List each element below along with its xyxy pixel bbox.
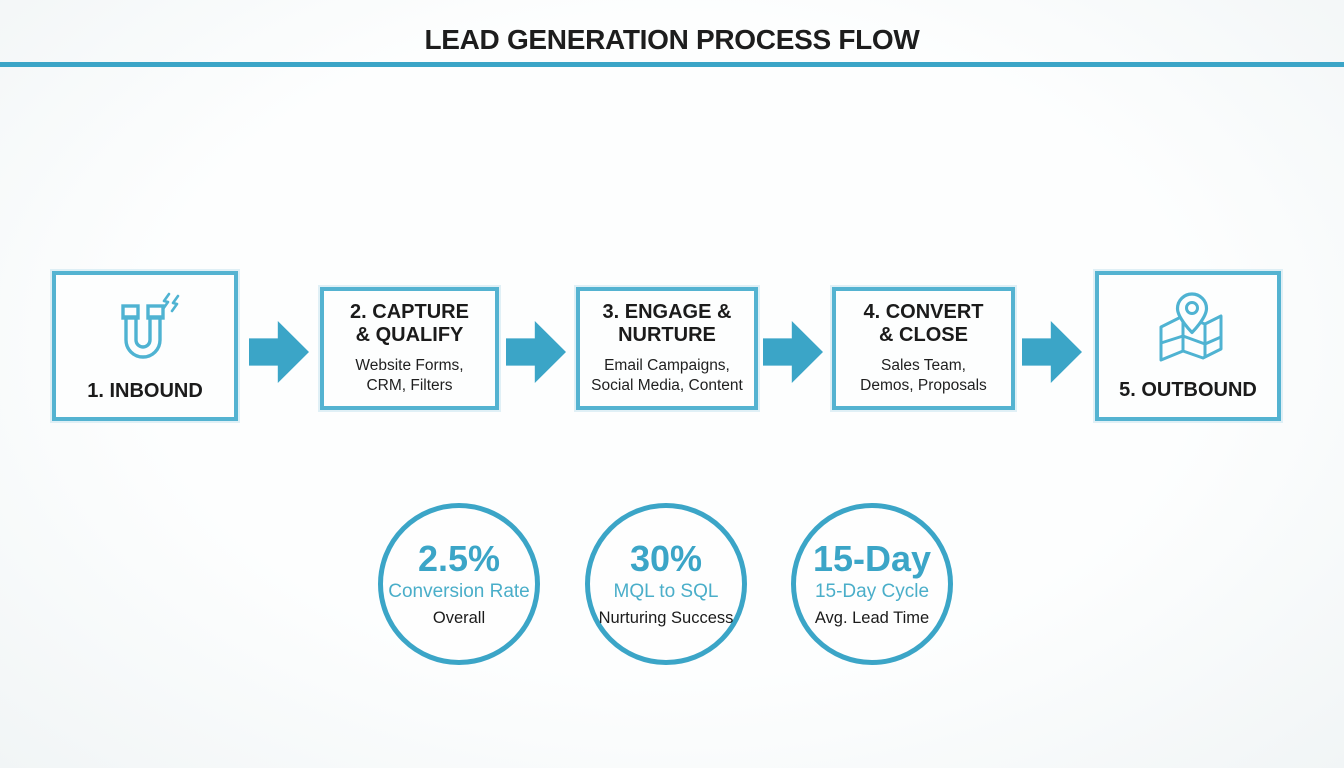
stat-label: MQL to SQL [613, 580, 719, 602]
step-subtitle: Sales Team, Demos, Proposals [860, 356, 987, 394]
stat-value: 15-Day [812, 538, 932, 580]
stat-value: 2.5% [417, 538, 501, 580]
magnet-icon [105, 290, 185, 370]
stat-label: Conversion Rate [388, 580, 530, 602]
step-label: 1. INBOUND [87, 379, 203, 402]
stat-value: 30% [629, 538, 703, 580]
step-subtitle: Email Campaigns, Social Media, Content [591, 356, 743, 394]
stat-circle-mql-to-sql: 30% MQL to SQL Nurturing Success [585, 503, 747, 665]
step-label: 5. OUTBOUND [1119, 378, 1257, 401]
flow-arrow-icon [506, 321, 566, 383]
stat-sublabel: Nurturing Success [598, 608, 734, 627]
stat-circle-conversion-rate: 2.5% Conversion Rate Overall [378, 503, 540, 665]
step-title: 3. ENGAGE & NURTURE [602, 300, 732, 346]
step-title: 4. CONVERT & CLOSE [863, 300, 984, 346]
stat-label: 15-Day Cycle [814, 580, 930, 602]
process-step-box-outbound: 5. OUTBOUND [1095, 271, 1281, 421]
flow-arrow-icon [249, 321, 309, 383]
stat-circle-lead-time: 15-Day 15-Day Cycle Avg. Lead Time [791, 503, 953, 665]
step-title: 2. CAPTURE & QUALIFY [350, 300, 469, 346]
stat-sublabel: Avg. Lead Time [814, 608, 930, 627]
stat-sublabel: Overall [432, 608, 486, 627]
step-subtitle: Website Forms, CRM, Filters [355, 356, 464, 394]
process-step-box-engage-nurture: 3. ENGAGE & NURTURE Email Campaigns, Soc… [576, 287, 758, 410]
map-icon [1145, 291, 1231, 369]
process-step-box-convert-close: 4. CONVERT & CLOSE Sales Team, Demos, Pr… [832, 287, 1015, 410]
page-title: LEAD GENERATION PROCESS FLOW [424, 24, 920, 55]
process-step-box-capture-qualify: 2. CAPTURE & QUALIFY Website Forms, CRM,… [320, 287, 499, 410]
flow-arrow-icon [1022, 321, 1082, 383]
flow-arrow-icon [763, 321, 823, 383]
process-step-box-inbound: 1. INBOUND [52, 271, 238, 421]
title-underline-rule [0, 62, 1344, 67]
